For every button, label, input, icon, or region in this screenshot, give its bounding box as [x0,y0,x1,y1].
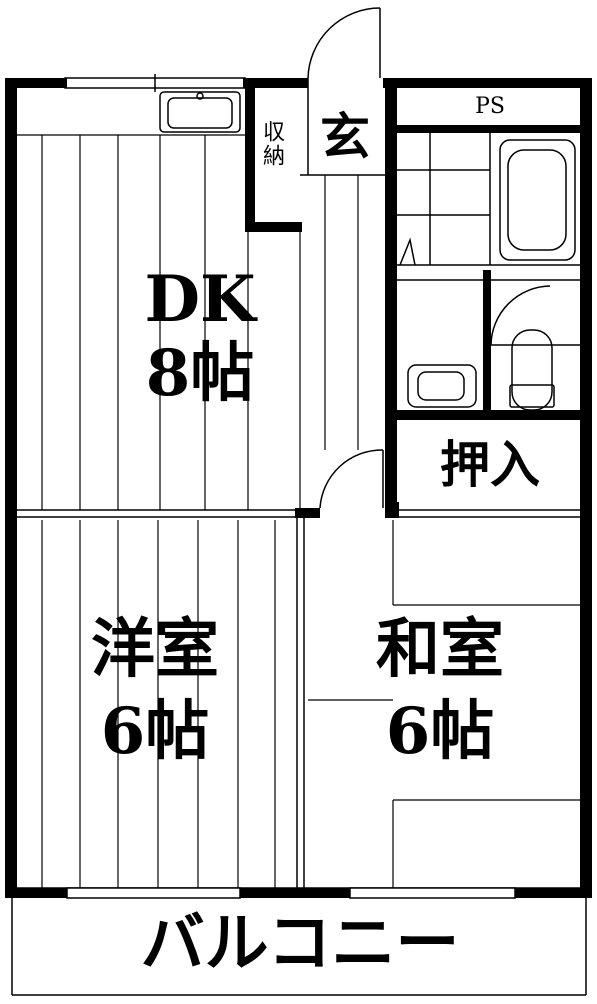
entrance-label: 玄 [320,107,370,166]
toilet-room [397,279,582,411]
ps-label: PS [475,94,505,119]
dk-label: DK [144,262,256,337]
closet-label: 押入 [440,435,540,494]
entrance-door [300,7,385,176]
western-room-size: 6帖 [100,694,210,769]
tatami-lines [308,520,580,890]
floor-boards-dk [16,134,359,510]
floor-boards-western [41,520,276,890]
western-room-label: 洋室 [91,612,219,687]
balcony [11,898,587,996]
top-windows [64,74,246,92]
japanese-room-size: 6帖 [385,694,495,769]
bottom-windows [66,887,516,899]
walls [5,78,592,898]
dk-size: 8帖 [145,336,255,411]
bathroom [397,133,582,266]
interior-door [319,449,384,509]
japanese-room-label: 和室 [376,612,504,687]
balcony-label: バルコニー [140,906,460,981]
storage-label: 収納 [259,120,284,168]
kitchen-sink [159,91,241,133]
